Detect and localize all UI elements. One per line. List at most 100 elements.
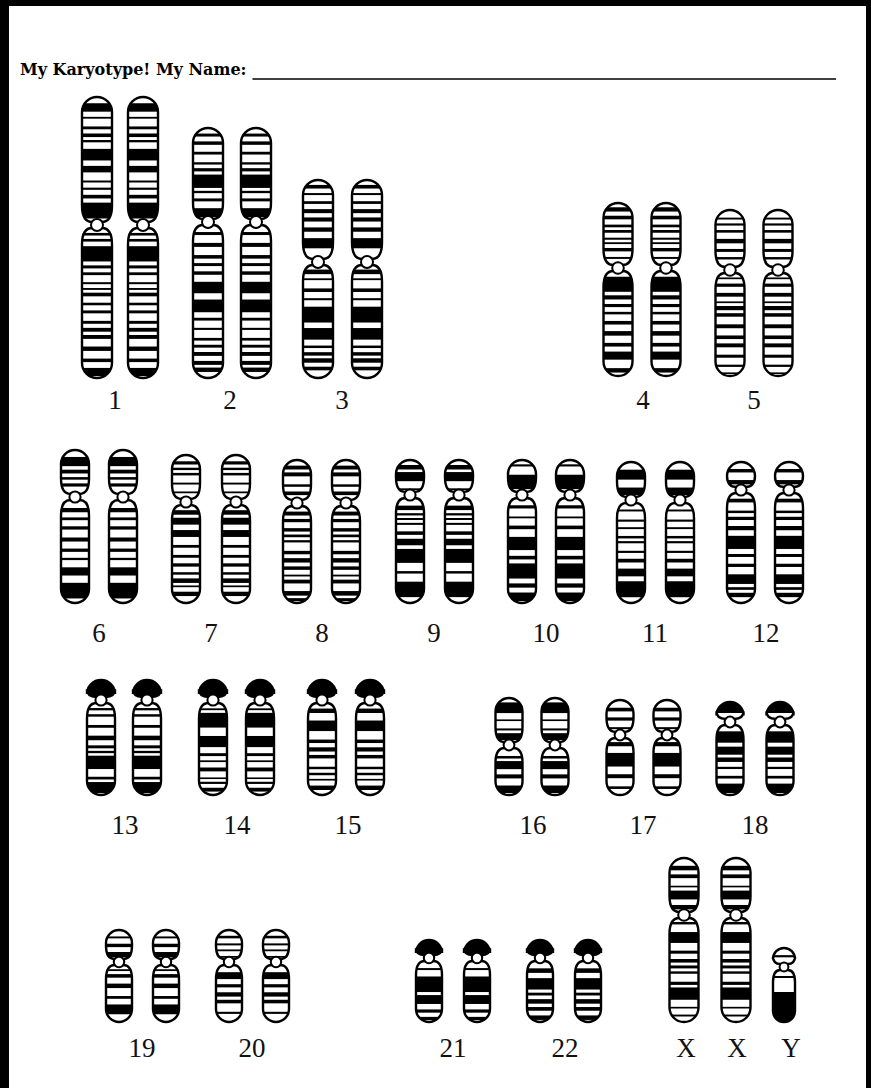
chromosome [277, 460, 317, 603]
chromosome-band [457, 1017, 497, 1020]
chromosome-band [489, 786, 529, 793]
chromosome-outline [193, 128, 223, 219]
centromere [254, 694, 265, 705]
centromere [583, 953, 593, 963]
chromosome-outline [222, 505, 250, 603]
chromosome-band [764, 992, 804, 1025]
chromosome [439, 460, 479, 603]
centromere [114, 957, 124, 967]
chromosome-outline [332, 460, 360, 500]
centromere [161, 957, 171, 967]
centromere [207, 694, 218, 705]
frame-border [0, 0, 9, 1088]
chromosome-band [99, 969, 139, 971]
chromosome-band [764, 955, 804, 957]
chromosome-outline [508, 498, 536, 603]
chromosome-number: 3 [335, 387, 349, 414]
chromosome-outline [303, 180, 333, 259]
chromosome [598, 203, 638, 376]
chromosome-band [716, 1015, 756, 1017]
chromosome [710, 702, 750, 795]
chromosome-outline [109, 500, 137, 603]
chromosome-outline [241, 225, 271, 378]
chromosome [721, 462, 761, 603]
chromosome [350, 680, 390, 795]
chromosome-band [146, 969, 186, 971]
chromosome [326, 460, 366, 603]
chromosome-outline [652, 271, 681, 376]
chromosome-outline [556, 460, 584, 492]
chromosome [146, 930, 186, 1022]
chromosome-outline [106, 965, 132, 1022]
chromosome [611, 462, 651, 603]
chromosome [600, 700, 640, 795]
chromosome-number: 10 [533, 620, 560, 647]
centromere [772, 264, 784, 276]
centromere [404, 489, 415, 500]
centromere [612, 262, 624, 274]
chromosome [535, 698, 575, 795]
centromere [725, 717, 736, 728]
chromosome-outline [82, 228, 112, 378]
chromosome-band [256, 936, 296, 939]
chromosome-number: 20 [239, 1035, 266, 1062]
chromosome [664, 858, 704, 1022]
chromosome [568, 940, 608, 1022]
centromere [735, 484, 746, 495]
frame-border [866, 0, 871, 1088]
chromosome-band [664, 1015, 704, 1017]
chromosome-outline [607, 738, 634, 795]
centromere [724, 264, 736, 276]
chromosome-outline [445, 460, 473, 492]
chromosome-number: 8 [315, 620, 329, 647]
chromosome-band [600, 786, 640, 789]
chromosome-number: 13 [112, 812, 139, 839]
chromosome-outline [352, 265, 382, 378]
centromere [364, 694, 375, 705]
chromosome-outline [716, 210, 745, 267]
chromosome-outline [445, 498, 473, 603]
chromosome-band [646, 368, 686, 372]
centromere [69, 491, 80, 502]
chromosome-outline [109, 450, 137, 494]
chromosome [489, 698, 529, 795]
centromere [312, 256, 324, 268]
chromosome [660, 462, 700, 603]
chromosome [55, 450, 95, 603]
centromere [674, 494, 685, 505]
chromosome-outline [727, 462, 755, 487]
worksheet-title: My Karyotype! My Name: [20, 60, 246, 79]
centromere [662, 730, 673, 741]
centromere [535, 953, 545, 963]
chromosome-outline [722, 918, 751, 1022]
chromosome [647, 700, 687, 795]
chromosome-number: 2 [223, 387, 237, 414]
chromosome-outline [607, 700, 634, 732]
chromosome [77, 97, 117, 378]
chromosome-band [758, 372, 798, 374]
chromosome-band [193, 788, 233, 792]
chromosome [236, 128, 276, 378]
chromosome-outline [496, 698, 523, 742]
centromere [678, 909, 690, 921]
chromosome-number: 7 [204, 620, 218, 647]
chromosome-outline [716, 273, 745, 376]
chromosome [216, 455, 256, 603]
chromosome [127, 680, 167, 795]
chromosome-outline [575, 961, 601, 1022]
chromosome-band [99, 936, 139, 938]
chromosome-outline [666, 462, 694, 497]
chromosome-band [520, 1015, 560, 1019]
chromosome-number: 18 [742, 812, 769, 839]
chromosome-outline [508, 460, 536, 492]
chromosome [166, 455, 206, 603]
chromosome-band [457, 968, 497, 970]
chromosome-outline [308, 703, 336, 795]
chromosome [123, 97, 163, 378]
chromosome-outline [775, 462, 803, 487]
centromere [180, 496, 191, 507]
chromosome-outline [670, 858, 699, 912]
centromere [137, 219, 149, 231]
chromosome-number: 15 [335, 812, 362, 839]
